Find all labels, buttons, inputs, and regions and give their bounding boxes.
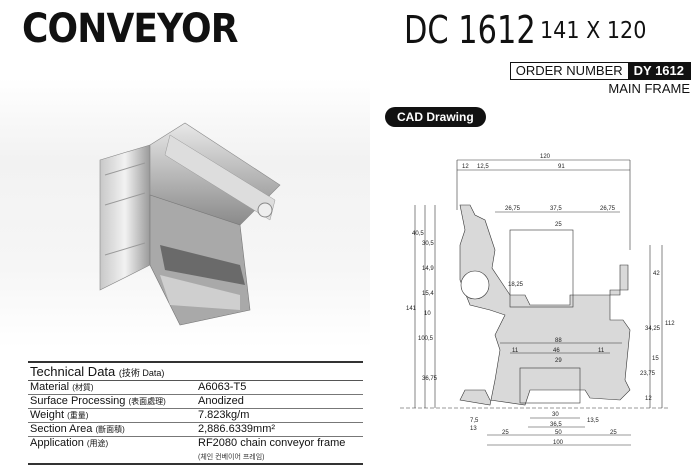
- dim-label: 112: [665, 321, 675, 327]
- dim-label: 13,5: [587, 418, 599, 424]
- dim-label: 23,75: [640, 371, 656, 377]
- table-row: Material (材質) A6063-T5: [28, 381, 363, 395]
- dim-label: 10: [424, 311, 431, 317]
- dim-label: 26,75: [505, 206, 521, 212]
- table-row: Weight (重量) 7.823kg/m: [28, 409, 363, 423]
- dim-label: 42: [653, 271, 660, 277]
- cad-drawing-badge: CAD Drawing: [385, 107, 486, 127]
- dim-label: 11: [512, 348, 519, 354]
- page-title: CONVEYOR: [22, 6, 238, 52]
- dim-label: 88: [555, 338, 562, 344]
- dim-label: 141: [406, 306, 417, 312]
- profile-dimensions: 141 X 120: [540, 18, 647, 44]
- row-value: Anodized: [198, 395, 244, 407]
- dim-label: 15: [652, 356, 659, 362]
- row-key-sub: (材質): [72, 383, 94, 392]
- technical-data-table: Technical Data (技術 Data) Material (材質) A6…: [28, 361, 363, 465]
- cad-drawing: 120 91 12 12,5 26,75 37,5 26,75 25 141 1…: [400, 154, 675, 446]
- dim-label: 100,5: [418, 336, 434, 342]
- dim-label: 37,5: [550, 206, 562, 212]
- dim-label: 12,5: [477, 164, 489, 170]
- dim-label: 7,5: [470, 418, 479, 424]
- order-number: DY 1612: [627, 63, 690, 79]
- row-key: Application: [30, 437, 84, 449]
- row-key-sub: (表面處理): [128, 397, 166, 406]
- dim-label: 46: [553, 348, 560, 354]
- dim-label: 36,75: [422, 376, 438, 382]
- row-value: RF2080 chain conveyor frame: [198, 437, 346, 449]
- order-label: ORDER NUMBER: [515, 63, 623, 78]
- row-value: 2,886.6339mm²: [198, 423, 276, 435]
- dim-label: 40,5: [412, 231, 424, 237]
- dim-label: 14,9: [422, 266, 434, 272]
- dim-label: 120: [540, 154, 551, 160]
- row-value-sub: (체인 컨베이어 프레임): [198, 454, 265, 461]
- dim-label: 25: [610, 430, 617, 436]
- dim-label: 25: [555, 222, 562, 228]
- row-value: 7.823kg/m: [198, 409, 250, 421]
- row-key: Section Area: [30, 423, 93, 435]
- category-label: MAIN FRAME: [608, 81, 690, 96]
- heading-sub: (技術 Data): [118, 368, 165, 378]
- table-row: Application (用途) RF2080 chain conveyor fr…: [28, 437, 363, 465]
- row-key-sub: (重量): [67, 411, 89, 420]
- dim-label: 30,5: [422, 241, 434, 247]
- dim-label: 30: [552, 412, 559, 418]
- dim-label: 12: [462, 164, 469, 170]
- model-number: DC 1612: [404, 8, 536, 52]
- dim-label: 18,25: [508, 282, 524, 288]
- dim-label: 91: [558, 164, 565, 170]
- dim-label: 100: [553, 440, 564, 446]
- row-key: Material: [30, 381, 70, 393]
- dim-label: 12: [645, 396, 652, 402]
- row-key-sub: (斷面積): [95, 425, 125, 434]
- dim-label: 25: [502, 430, 509, 436]
- table-row: Surface Processing (表面處理) Anodized: [28, 395, 363, 409]
- dim-label: 26,75: [600, 206, 616, 212]
- table-row: Section Area (斷面積) 2,886.6339mm²: [28, 423, 363, 437]
- dim-label: 29: [555, 358, 562, 364]
- row-key: Weight: [30, 409, 65, 421]
- technical-data-heading: Technical Data (技術 Data): [28, 361, 363, 381]
- row-key-sub: (用途): [86, 439, 109, 448]
- heading-text: Technical Data: [30, 364, 116, 379]
- row-key: Surface Processing: [30, 395, 126, 407]
- dim-label: 34,25: [645, 326, 661, 332]
- dim-label: 50: [555, 430, 562, 436]
- order-number-box: ORDER NUMBER DY 1612: [509, 62, 691, 80]
- row-value: A6063-T5: [198, 381, 247, 393]
- dim-label: 36,5: [550, 422, 562, 428]
- dim-label: 11: [598, 348, 605, 354]
- dim-label: 15,4: [422, 291, 434, 297]
- dim-label: 13: [470, 426, 477, 432]
- product-photo: [99, 122, 281, 326]
